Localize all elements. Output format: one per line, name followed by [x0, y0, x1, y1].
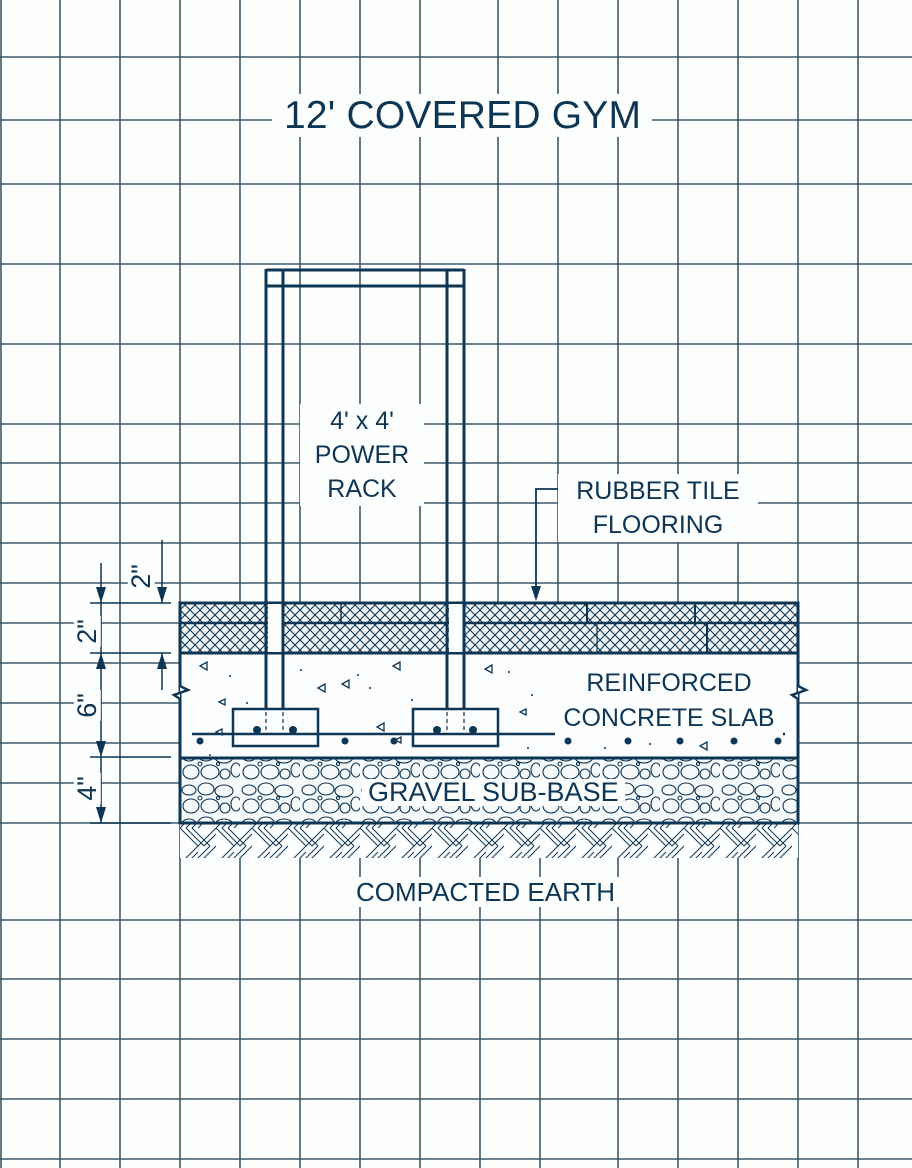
dimension-flooring: 2" [72, 616, 102, 647]
concrete-slab-label: REINFORCED CONCRETE SLAB [555, 666, 783, 736]
page-title: 12' COVERED GYM [278, 94, 648, 137]
power-rack [264, 268, 466, 709]
rubber-tile-label: RUBBER TILE FLOORING [558, 474, 758, 542]
earth-layer [180, 824, 798, 858]
rubber-tile-leader [531, 488, 558, 601]
gravel-label: GRAVEL SUB-BASE [362, 779, 625, 806]
slab-text-2: CONCRETE SLAB [563, 704, 775, 732]
rebar-dots [196, 737, 782, 745]
concrete-stipple [209, 669, 651, 756]
rack-name-text-2: RACK [327, 475, 397, 503]
break-symbol-right [789, 678, 810, 706]
break-symbol-left [171, 678, 192, 706]
slab-text-1: REINFORCED [586, 669, 752, 697]
footing-left [231, 707, 320, 748]
rack-name-text-1: POWER [314, 441, 410, 469]
power-rack-label: 4' x 4' POWER RACK [300, 404, 424, 506]
footing-right [411, 707, 500, 748]
rack-size-text: 4' x 4' [330, 407, 394, 435]
dimension-lines [90, 540, 171, 824]
compacted-earth-label: COMPACTED EARTH [352, 877, 620, 907]
dimension-top-offset: 2" [126, 561, 156, 592]
rubber-tile-text-1: RUBBER TILE [576, 477, 740, 505]
aggregate-marks [198, 660, 708, 752]
rubber-tile-text-2: FLOORING [592, 511, 724, 539]
dimension-gravel: 4" [72, 773, 102, 804]
dimension-slab: 6" [72, 690, 102, 721]
